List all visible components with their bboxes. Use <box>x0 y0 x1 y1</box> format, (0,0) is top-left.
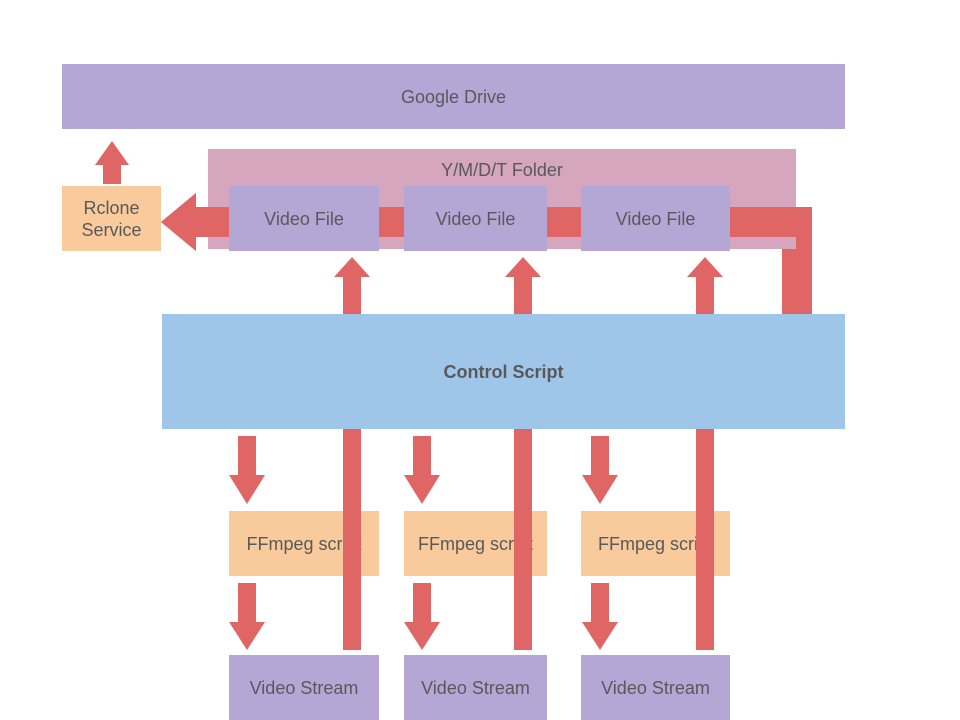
video-file-label: Video File <box>615 208 696 229</box>
arrow-stream-2-overlay <box>514 505 532 585</box>
control-script-label: Control Script <box>443 361 564 382</box>
ffmpeg-script-label: FFmpeg script <box>597 533 714 554</box>
arrow-stream-3-overlay <box>696 505 714 585</box>
arrow-ffmpeg-to-stream-3 <box>582 583 618 650</box>
rclone-service-label: Rclone Service <box>81 197 142 240</box>
arrow-ffmpeg-to-stream-1 <box>229 583 265 650</box>
arrow-control-to-ffmpeg-1 <box>229 436 265 504</box>
video-file-box-3: Video File <box>581 186 730 251</box>
video-stream-box-1: Video Stream <box>229 655 379 720</box>
arrow-rclone-to-drive-shaft <box>103 164 121 184</box>
video-file-box-1: Video File <box>229 186 379 251</box>
video-file-label: Video File <box>264 208 344 229</box>
video-stream-label: Video Stream <box>601 677 710 698</box>
folder-label: Y/M/D/T Folder <box>441 160 563 180</box>
arrow-control-to-ffmpeg-2 <box>404 436 440 504</box>
video-stream-box-3: Video Stream <box>581 655 730 720</box>
arrow-control-to-file-3 <box>687 257 723 316</box>
video-stream-box-2: Video Stream <box>404 655 547 720</box>
google-drive-box: Google Drive <box>62 64 845 129</box>
arrow-files-to-rclone-head-overlay <box>161 193 196 251</box>
arrow-control-to-file-2 <box>505 257 541 316</box>
video-file-box-2: Video File <box>404 186 547 251</box>
ffmpeg-script-label: FFmpeg script <box>246 533 362 554</box>
arrow-rclone-to-drive <box>95 141 129 165</box>
video-stream-label: Video Stream <box>421 677 530 698</box>
ffmpeg-script-label: FFmpeg script <box>417 533 534 554</box>
control-script-box: Control Script <box>162 314 845 429</box>
arrow-control-to-file-1 <box>334 257 370 316</box>
arrow-ffmpeg-to-stream-2 <box>404 583 440 650</box>
video-file-label: Video File <box>435 208 516 229</box>
arrow-control-to-ffmpeg-3 <box>582 436 618 504</box>
video-stream-label: Video Stream <box>249 677 359 698</box>
rclone-service-box: Rclone Service <box>62 186 161 251</box>
google-drive-label: Google Drive <box>400 86 507 107</box>
arrow-stream-1-overlay <box>343 505 361 585</box>
